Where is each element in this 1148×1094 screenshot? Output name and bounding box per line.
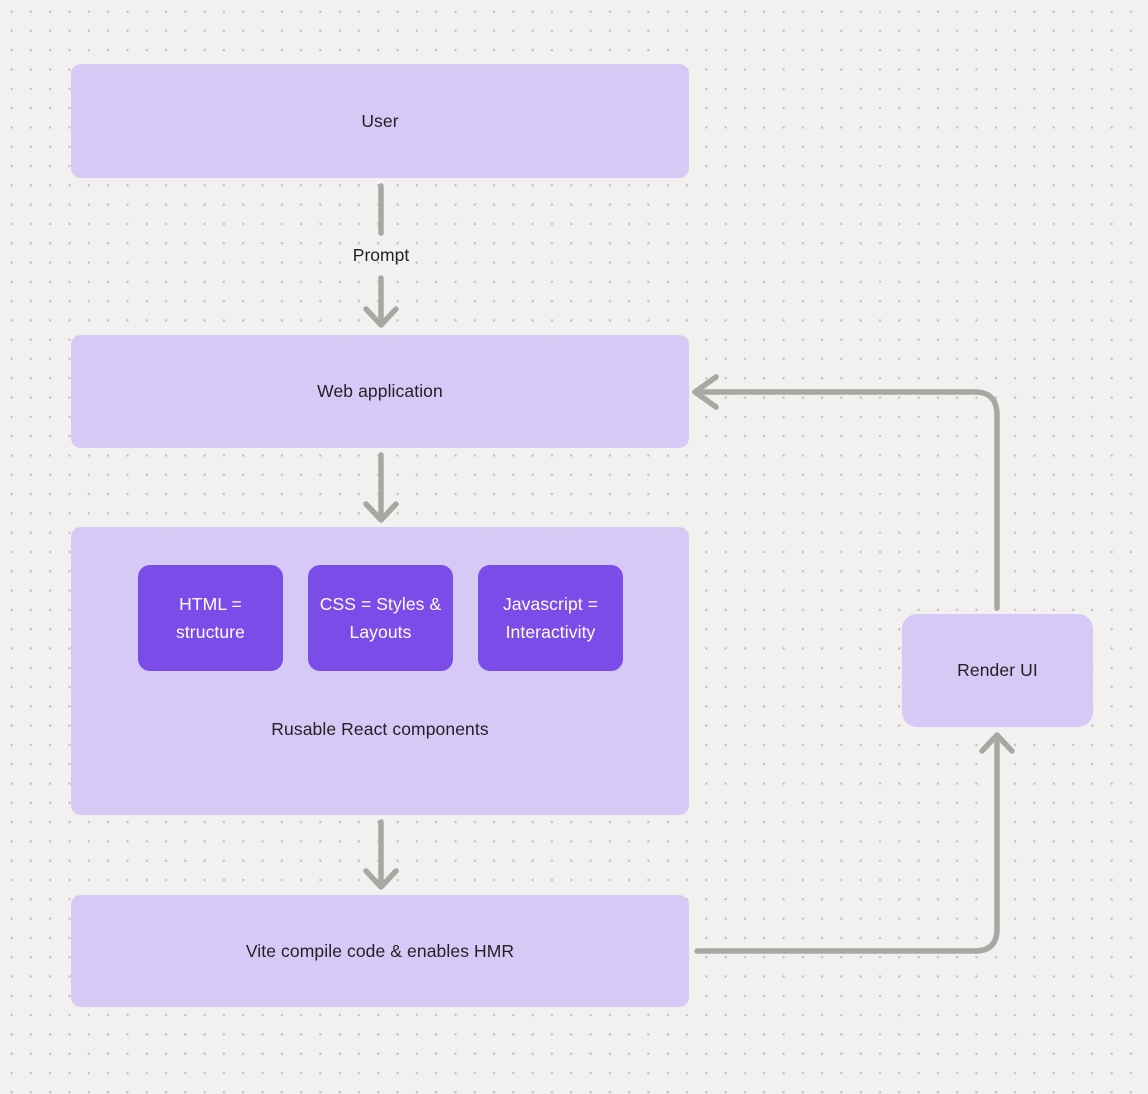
node-javascript: Javascript = Interactivity	[478, 565, 623, 671]
react-components-caption: Rusable React components	[271, 719, 489, 739]
node-html: HTML = structure	[138, 565, 283, 671]
node-web-application-label: Web application	[317, 381, 443, 401]
edge-render-web-line	[697, 389, 1000, 611]
node-html-label: HTML = structure	[176, 594, 245, 642]
node-user-label: User	[361, 110, 399, 131]
edge-web-components-arrowhead-icon	[363, 501, 399, 523]
node-react-components-group: HTML = structure CSS = Styles & Layouts …	[71, 527, 689, 815]
node-render-ui: Render UI	[902, 614, 1093, 727]
edge-render-web-arrowhead-icon	[692, 374, 719, 410]
edge-user-web-arrowhead-icon	[363, 306, 399, 328]
node-css-label: CSS = Styles & Layouts	[319, 594, 442, 642]
node-web-application: Web application	[71, 335, 689, 448]
node-render-ui-label: Render UI	[957, 660, 1038, 680]
node-vite-label: Vite compile code & enables HMR	[245, 940, 515, 961]
edge-label-prompt: Prompt	[352, 245, 410, 265]
node-vite: Vite compile code & enables HMR	[71, 895, 689, 1007]
node-user: User	[71, 64, 689, 178]
node-css: CSS = Styles & Layouts	[308, 565, 453, 671]
edge-vite-render-line	[694, 735, 1000, 954]
edge-vite-render-arrowhead-icon	[979, 732, 1015, 754]
edge-components-vite-arrowhead-icon	[363, 868, 399, 890]
node-javascript-label: Javascript = Interactivity	[502, 594, 599, 642]
